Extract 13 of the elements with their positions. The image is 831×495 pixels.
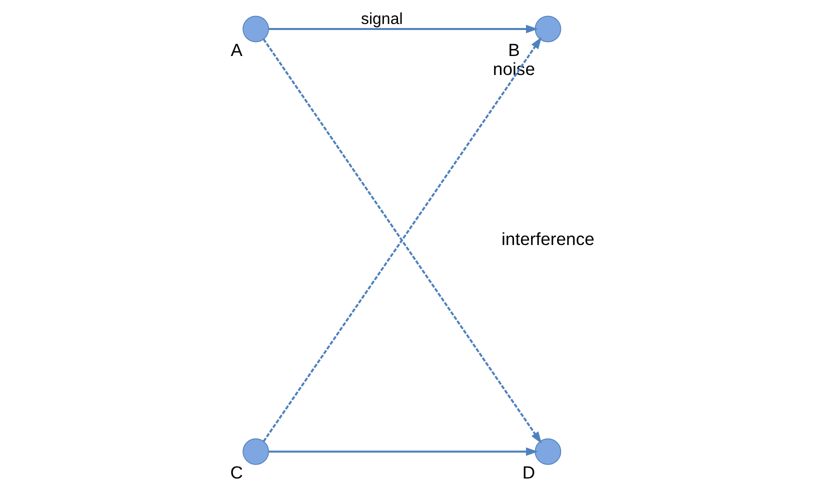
- node-label: noise: [492, 59, 535, 80]
- node-circle: [242, 438, 270, 465]
- node-label: B: [508, 40, 520, 60]
- node-circle: [534, 438, 562, 465]
- node-label: C: [230, 462, 243, 483]
- arrow: [268, 447, 538, 456]
- arrow: [268, 24, 538, 34]
- node-label: D: [522, 462, 536, 483]
- label: interference: [502, 228, 594, 249]
- node-label: A: [230, 40, 242, 60]
- node-circle: [534, 16, 562, 42]
- edge-label: signal: [360, 11, 403, 28]
- node-circle: [242, 16, 270, 42]
